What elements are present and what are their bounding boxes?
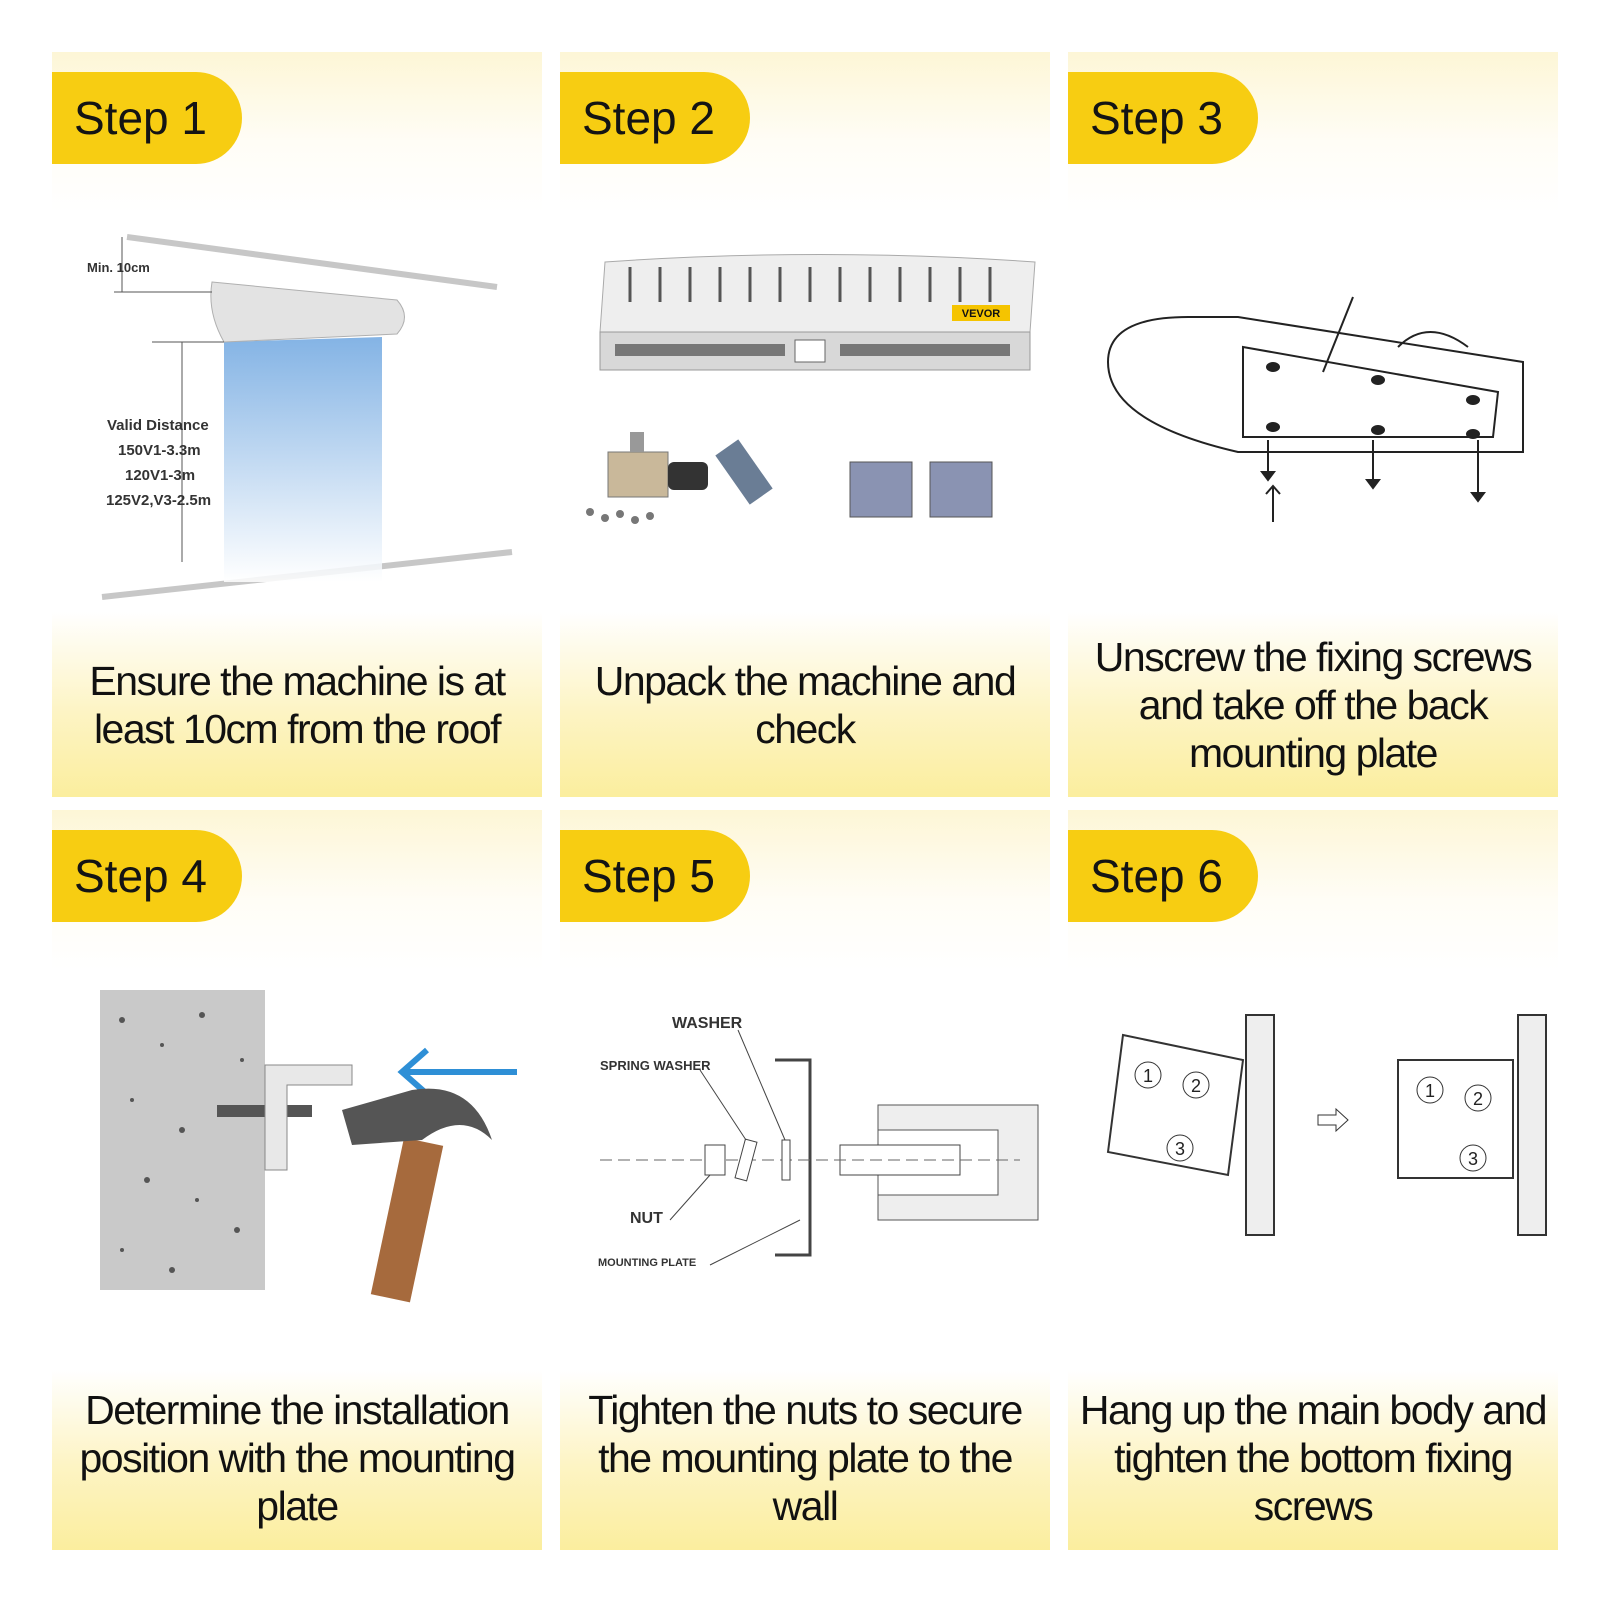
valid-distance-title: Valid Distance bbox=[107, 417, 209, 434]
step-card-3: Step 3 Unscrew the fixing screws and tak… bbox=[1068, 52, 1558, 797]
valid-distance-line: 150V1-3.3m bbox=[118, 442, 201, 459]
wall-drilling-illustration bbox=[100, 990, 517, 1303]
step-badge: Step 6 bbox=[1068, 830, 1258, 922]
nut-label: NUT bbox=[630, 1210, 663, 1227]
step-caption: Unscrew the fixing screws and take off t… bbox=[1094, 633, 1533, 776]
step-mark: 2 bbox=[1473, 1089, 1483, 1109]
step-badge: Step 2 bbox=[560, 72, 750, 164]
step-caption: Tighten the nuts to secure the mounting … bbox=[588, 1386, 1023, 1529]
washer-label: WASHER bbox=[672, 1015, 743, 1032]
step-caption: Hang up the main body and tighten the bo… bbox=[1079, 1386, 1548, 1529]
step-badge: Step 4 bbox=[52, 830, 242, 922]
step-mark: 2 bbox=[1191, 1076, 1201, 1096]
step-badge: Step 5 bbox=[560, 830, 750, 922]
ceiling-clearance-diagram: Min. 10cm Valid Distance 150V1-3.3m 120V… bbox=[87, 234, 513, 600]
step-caption: Determine the installation position with… bbox=[79, 1386, 516, 1529]
valid-distance-line: 125V2,V3-2.5m bbox=[106, 492, 211, 509]
step-mark: 3 bbox=[1175, 1139, 1185, 1159]
min-distance-label: Min. 10cm bbox=[87, 260, 150, 275]
step-mark: 1 bbox=[1425, 1081, 1435, 1101]
back-plate-removal-diagram bbox=[1106, 296, 1524, 522]
hang-body-diagram: 1 2 3 1 2 3 bbox=[1106, 1014, 1547, 1236]
step-card-2: Step 2 VEVOR Unpack the machine and chec… bbox=[560, 52, 1050, 797]
step-badge: Step 1 bbox=[52, 72, 242, 164]
package-contents-photo: VEVOR bbox=[586, 254, 1036, 524]
step-caption: Ensure the machine is at least 10cm from… bbox=[89, 657, 506, 752]
bolt-assembly-diagram: WASHER SPRING WASHER NUT MOUNTING PLATE bbox=[598, 1015, 1039, 1269]
spring-washer-label: SPRING WASHER bbox=[600, 1058, 711, 1073]
brand-label: VEVOR bbox=[962, 308, 1001, 320]
step-mark: 3 bbox=[1468, 1149, 1478, 1169]
step-card-5: Step 5 WASHER SPRING WASHER NUT MOUNTING… bbox=[560, 810, 1050, 1550]
step-card-6: Step 6 1 2 3 1 2 3 Hang up the main body… bbox=[1068, 810, 1558, 1550]
step-mark: 1 bbox=[1143, 1066, 1153, 1086]
valid-distance-line: 120V1-3m bbox=[125, 467, 195, 484]
step-card-4: Step 4 Determine the installation positi… bbox=[52, 810, 542, 1550]
step-caption: Unpack the machine and check bbox=[594, 657, 1017, 752]
step-badge: Step 3 bbox=[1068, 72, 1258, 164]
mounting-plate-label: MOUNTING PLATE bbox=[598, 1257, 696, 1269]
step-card-1: Step 1 Min. 10cm Valid Distance 150V1-3.… bbox=[52, 52, 542, 797]
